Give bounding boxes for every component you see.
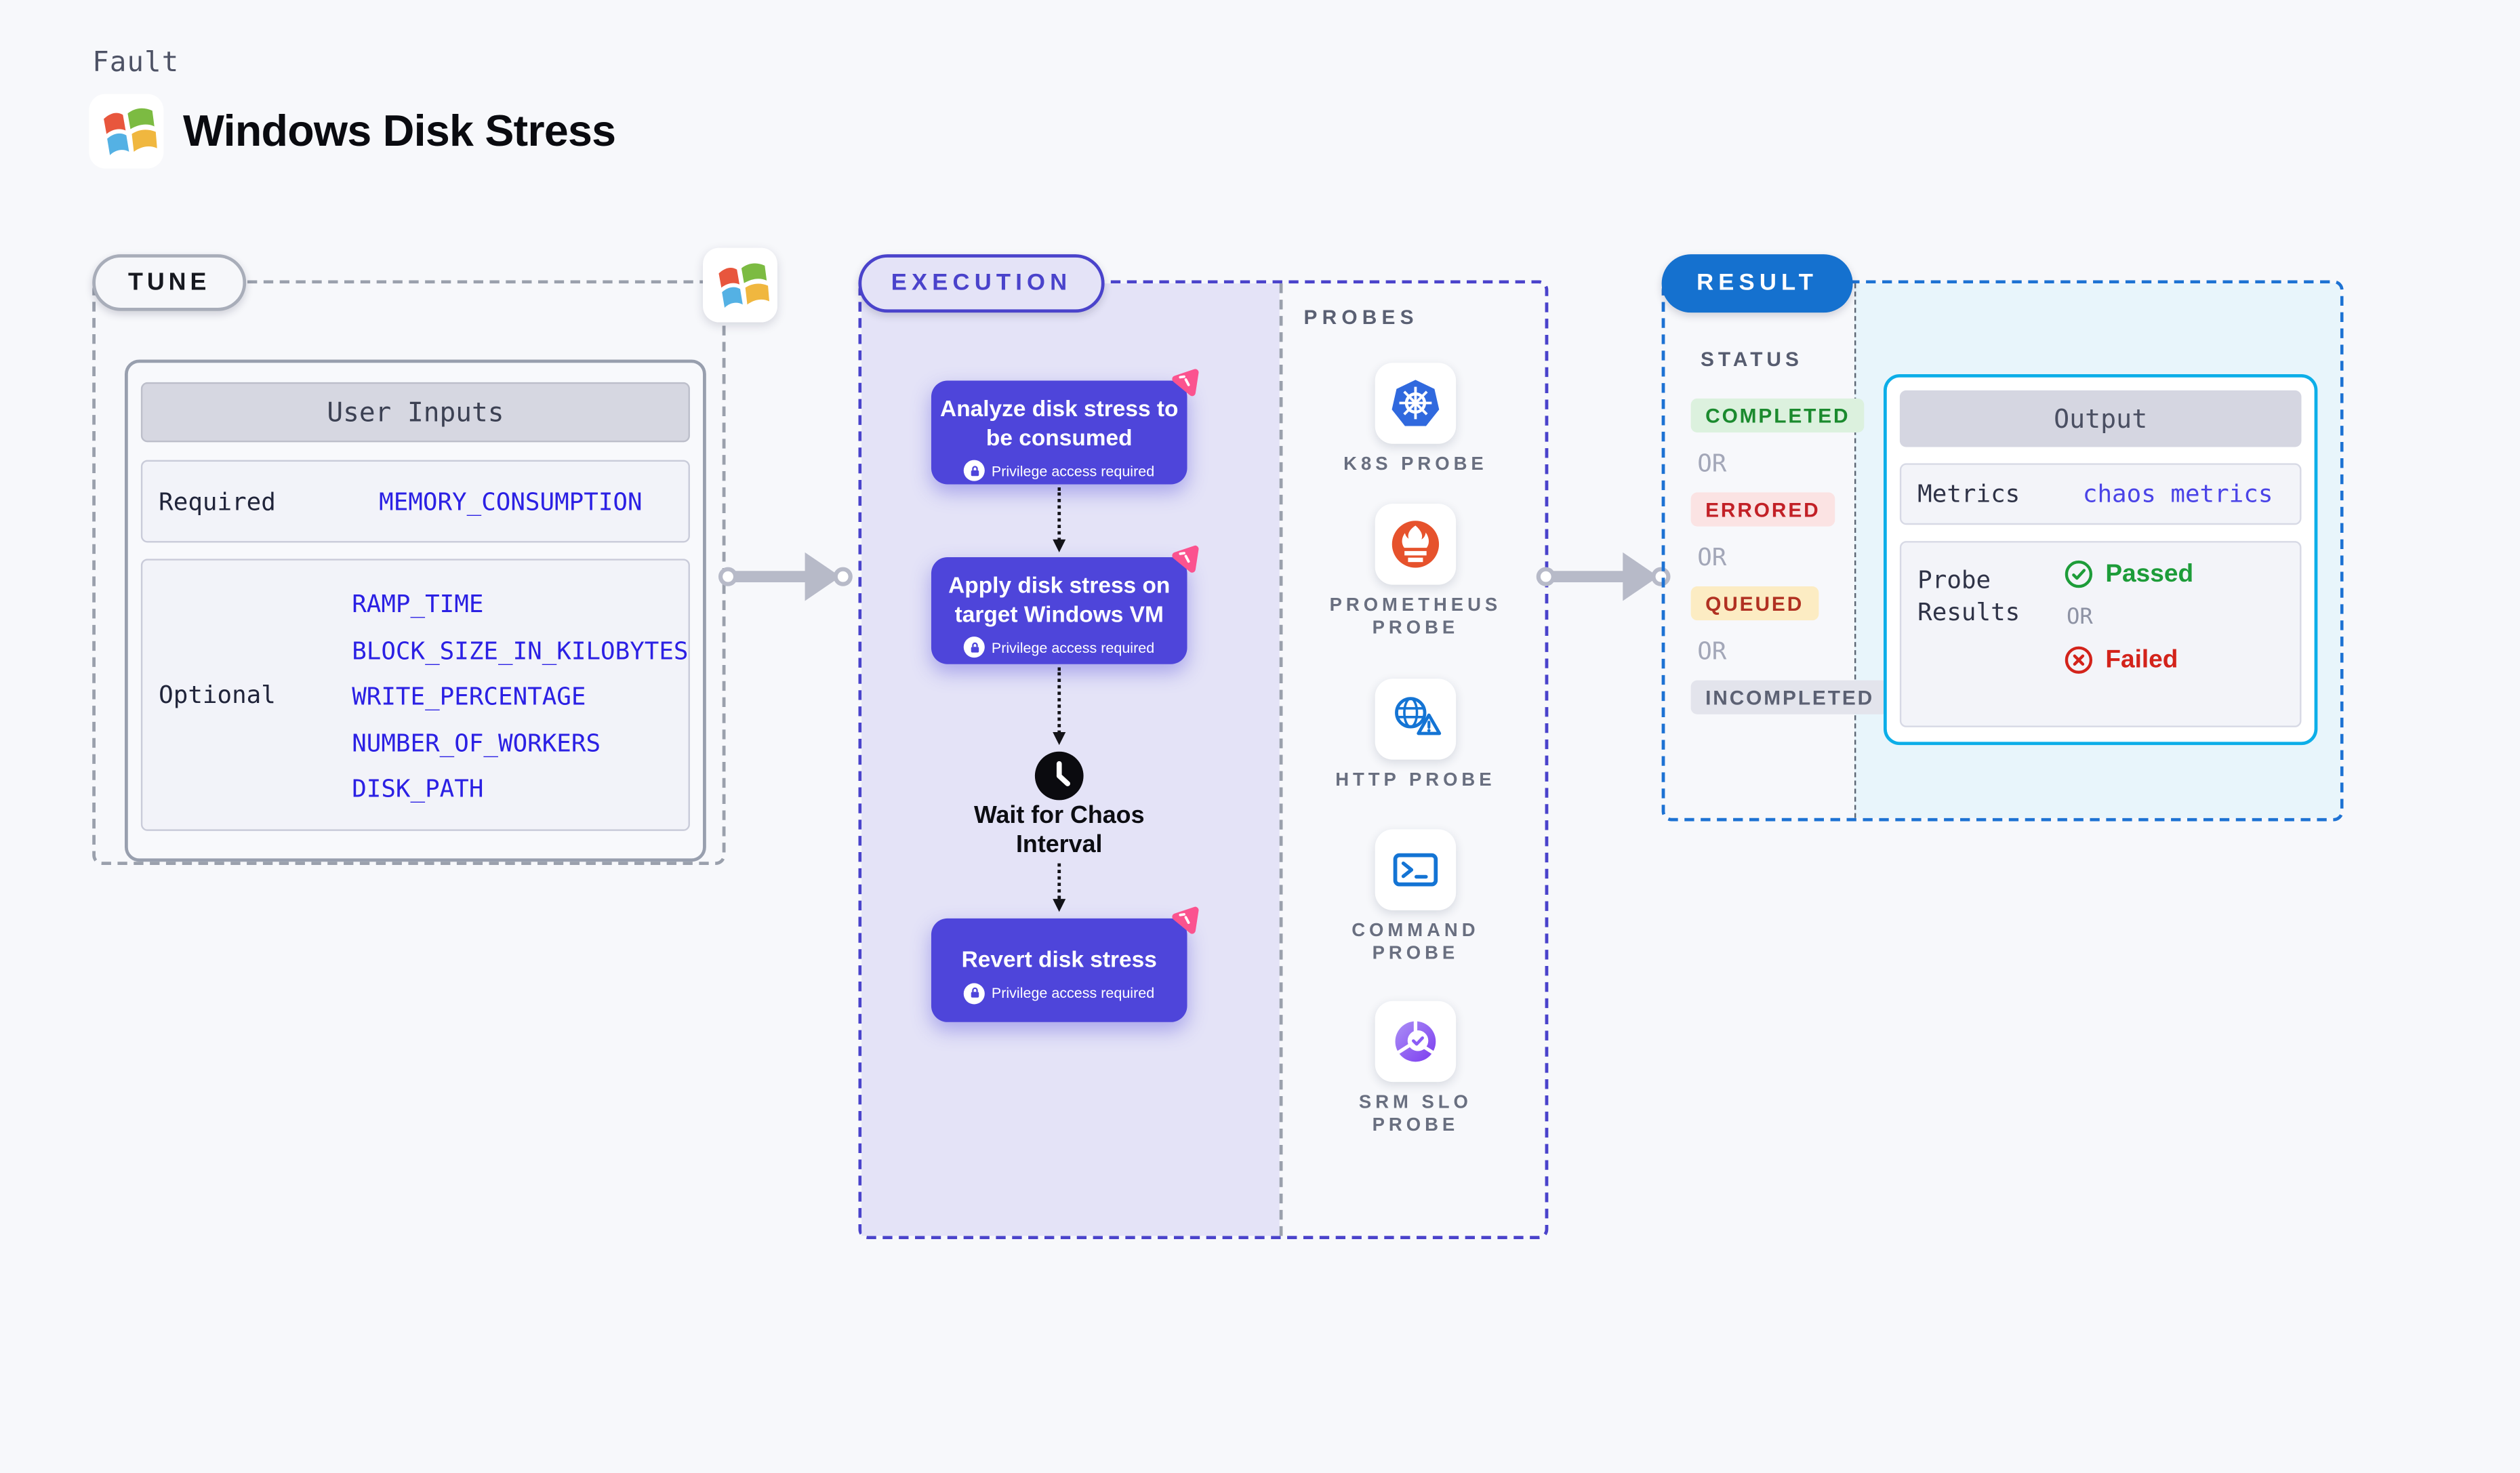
step-apply-disk-stress: Apply disk stress on target Windows VM P… — [931, 545, 1199, 664]
windows-logo-tile — [89, 94, 164, 169]
output-card: Output Metrics chaos metrics Probe Resul… — [1883, 374, 2318, 746]
metrics-label: Metrics — [1917, 479, 2020, 509]
flow-connector — [1051, 487, 1065, 552]
privilege-badge-label: Privilege access required — [991, 984, 1155, 1001]
param-write-percentage: WRITE_PERCENTAGE — [352, 681, 586, 711]
failed-line: Failed — [2063, 645, 2193, 675]
step-title: Analyze disk stress to be consumed — [940, 395, 1179, 450]
chaos-icon — [1172, 369, 1199, 397]
probe-k8s: K8S PROBE — [1280, 363, 1551, 476]
execution-to-result-arrow — [1536, 552, 1671, 601]
privilege-badge-label: Privilege access required — [991, 639, 1155, 655]
step-revert-disk-stress: Revert disk stress Privilege access requ… — [931, 906, 1199, 1022]
optional-params-list: RAMP_TIME BLOCK_SIZE_IN_KILOBYTES WRITE_… — [352, 561, 688, 830]
wait-for-chaos-interval-label: Wait for Chaos Interval — [973, 801, 1145, 859]
lock-icon — [964, 637, 985, 658]
probe-results-row: Probe Results Passed OR — [1899, 541, 2302, 727]
param-block-size: BLOCK_SIZE_IN_KILOBYTES — [352, 635, 689, 665]
probe-srm-slo: SRM SLO PROBE — [1280, 1001, 1551, 1137]
probes-column: PROBES K8S PROBE — [1280, 283, 1551, 1236]
status-badge-queued: QUEUED — [1690, 586, 1818, 621]
probe-label: HTTP PROBE — [1335, 771, 1496, 791]
result-pill: RESULT — [1661, 254, 1853, 313]
probe-card — [1375, 363, 1457, 444]
or-label: OR — [1697, 542, 1727, 572]
windows-logo-icon — [104, 108, 157, 155]
flow-connector — [1051, 863, 1065, 912]
step-title: Apply disk stress on target Windows VM — [948, 571, 1171, 626]
globe-warning-icon — [1395, 697, 1442, 735]
required-row: Required MEMORY_CONSUMPTION — [140, 460, 690, 543]
probe-results-label: Probe Results — [1917, 565, 2020, 627]
probe-prometheus: PROMETHEUS PROBE — [1280, 504, 1551, 640]
probes-title: PROBES — [1303, 306, 1419, 329]
kubernetes-icon — [1391, 380, 1440, 426]
probe-label: SRM SLO PROBE — [1358, 1093, 1472, 1136]
slo-donut-check-icon — [1395, 1020, 1436, 1062]
result-section: RESULT STATUS COMPLETED OR ERRORED OR QU… — [1661, 254, 2344, 822]
or-label: OR — [2067, 604, 2093, 630]
windows-logo-icon — [718, 263, 770, 308]
status-badge-incompleted: INCOMPLETED — [1690, 680, 1889, 714]
page-title: Windows Disk Stress — [183, 106, 616, 156]
status-list: COMPLETED OR ERRORED OR QUEUED OR INCOMP… — [1690, 398, 1889, 714]
prometheus-icon — [1391, 521, 1440, 568]
execution-pill: EXECUTION — [858, 254, 1105, 313]
probe-command: COMMAND PROBE — [1280, 829, 1551, 965]
result-divider — [1854, 283, 1856, 818]
failed-label: Failed — [2105, 645, 2178, 673]
passed-label: Passed — [2105, 559, 2194, 588]
probe-card — [1375, 504, 1457, 585]
optional-row: Optional RAMP_TIME BLOCK_SIZE_IN_KILOBYT… — [140, 559, 690, 831]
chaos-icon — [1172, 545, 1199, 573]
optional-label: Optional — [159, 680, 276, 710]
user-inputs-card: User Inputs Required MEMORY_CONSUMPTION … — [124, 359, 706, 862]
execution-section: EXECUTION Analyze disk stress to be cons… — [858, 254, 1551, 1239]
passed-line: Passed — [2063, 559, 2193, 589]
lock-icon — [964, 460, 985, 481]
terminal-icon — [1393, 853, 1438, 887]
tune-pill: TUNE — [92, 254, 247, 311]
lock-icon — [964, 982, 985, 1004]
status-badge-completed: COMPLETED — [1690, 398, 1865, 432]
param-number-of-workers: NUMBER_OF_WORKERS — [352, 728, 601, 758]
or-label: OR — [1697, 448, 1727, 478]
probe-label: PROMETHEUS PROBE — [1329, 596, 1502, 639]
privilege-badge: Privilege access required — [938, 982, 1181, 1004]
probe-label: COMMAND PROBE — [1352, 921, 1480, 964]
chaos-icon — [1172, 906, 1199, 934]
output-title: Output — [1899, 390, 2302, 447]
probe-results-values: Passed OR Failed — [2063, 542, 2193, 725]
required-label: Required — [159, 487, 276, 517]
status-title: STATUS — [1700, 348, 1803, 371]
step-analyze-disk-stress: Analyze disk stress to be consumed Privi… — [931, 369, 1199, 485]
privilege-badge: Privilege access required — [938, 460, 1181, 481]
tune-section: TUNE User Inputs Required MEMORY_CONSUMP… — [92, 247, 777, 865]
check-circle-icon — [2065, 560, 2093, 588]
probe-card — [1375, 829, 1457, 910]
or-label: OR — [1697, 637, 1727, 666]
status-badge-errored: ERRORED — [1690, 492, 1835, 527]
x-circle-icon — [2065, 646, 2093, 674]
probe-card — [1375, 679, 1457, 760]
param-ramp-time: RAMP_TIME — [352, 589, 484, 619]
probes-divider — [1279, 283, 1283, 1236]
param-disk-path: DISK_PATH — [352, 774, 484, 804]
param-memory-consumption: MEMORY_CONSUMPTION — [379, 487, 643, 517]
windows-corner-tile — [703, 247, 777, 323]
probe-label: K8S PROBE — [1343, 455, 1488, 475]
tune-to-execution-arrow — [718, 552, 853, 601]
metrics-value: chaos metrics — [2082, 479, 2273, 509]
clock-icon — [1034, 751, 1084, 801]
probe-http: HTTP PROBE — [1280, 679, 1551, 792]
user-inputs-title: User Inputs — [140, 382, 690, 443]
step-title: Revert disk stress — [961, 946, 1157, 972]
privilege-badge: Privilege access required — [938, 637, 1181, 658]
metrics-row: Metrics chaos metrics — [1899, 463, 2302, 525]
flow-connector — [1051, 667, 1065, 746]
fault-kicker: Fault — [92, 47, 180, 80]
privilege-badge-label: Privilege access required — [991, 462, 1155, 479]
probe-card — [1375, 1001, 1457, 1083]
